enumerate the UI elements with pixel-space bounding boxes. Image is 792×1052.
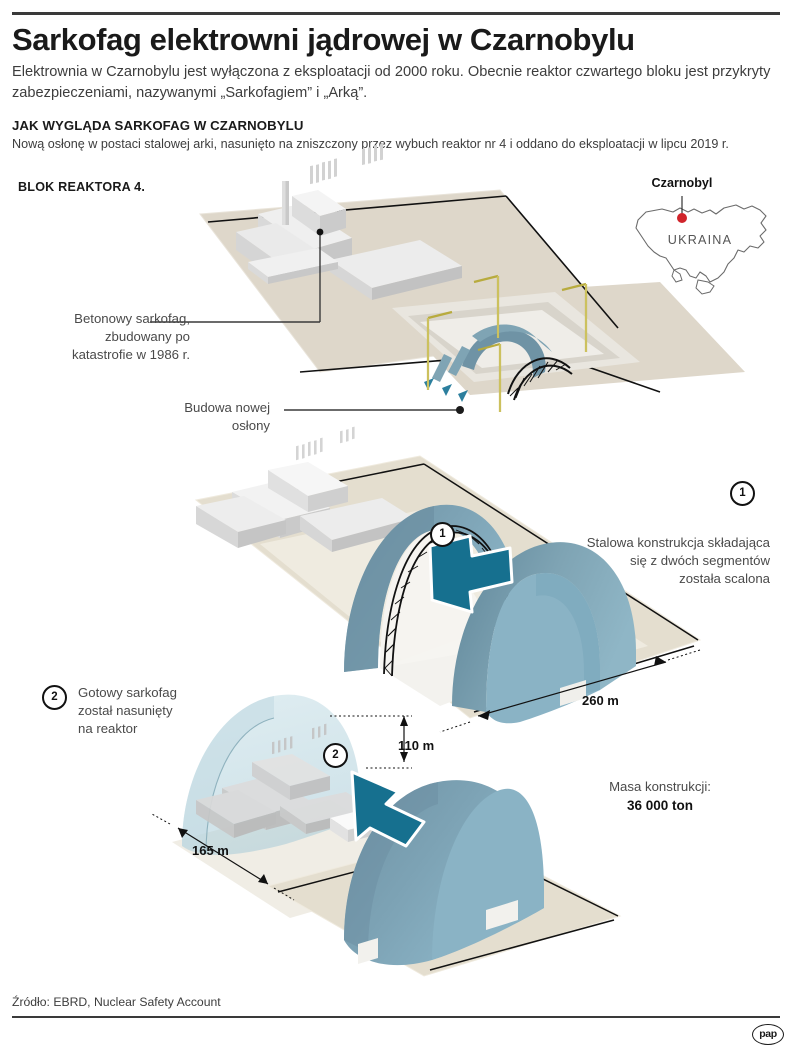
annotation-line: zbudowany po [104,328,190,344]
annotation-line: na reaktor [78,720,138,736]
reactor-complex-small [196,426,414,552]
annotation-step-two: Gotowy sarkofag został nasunięty na reak… [78,684,248,737]
lede-paragraph: Elektrownia w Czarnobylu jest wyłączona … [12,64,771,102]
annotation-line: Budowa nowej [184,400,270,415]
old-reactor-building [236,143,462,300]
annotation-line: Stalowa konstrukcja składająca [586,535,770,550]
arch-under-construction [424,324,573,402]
locator-map: Czarnobyl UKRAINA [610,176,785,306]
mass-label: Masa konstrukcji: [609,779,711,794]
mass-value: 36 000 ton [626,798,694,813]
join-arrow [428,534,514,614]
map-country-label: UKRAINA [667,233,733,247]
annotation-line: osłony [231,417,270,433]
pap-logo: pap [752,1024,784,1045]
leader-line-new-shelter [284,406,464,414]
annotation-line: Gotowy sarkofag [78,685,177,700]
section-kicker-sub: Nową osłonę w postaci stalowej arki, nas… [12,137,729,151]
step-badge-two-diagram: 2 [323,743,348,768]
step-badge-one-legend: 1 [730,481,755,506]
dimension-length [439,649,701,733]
step-badge-two-legend: 2 [42,685,67,710]
annotation-new-shelter: Budowa nowej osłony [110,399,270,435]
page-title: Sarkofag elektrowni jądrowej w Czarnobyl… [12,22,635,57]
bottom-rule [12,1016,780,1018]
source-attribution: Źródło: EBRD, Nuclear Safety Account [12,995,221,1009]
annotation-concrete-sarcophagus: Betonowy sarkofag, zbudowany po katastro… [20,310,190,363]
annotation-line: się z dwóch segmentów [629,552,770,568]
annotation-line: Betonowy sarkofag, [74,311,190,326]
arch-truss-ribs [383,525,511,677]
crane-masts [427,276,587,412]
construction-cranes [426,274,588,412]
dimension-label-length: 260 m [582,693,619,708]
annotation-line: została scalona [679,570,770,586]
map-location-dot [677,213,687,223]
section-kicker: JAK WYGLĄDA SARKOFAG W CZARNOBYLU [12,118,304,133]
map-city-label: Czarnobyl [651,176,713,190]
top-rule [12,12,780,15]
annotation-line: katastrofie w 1986 r. [71,346,190,362]
annotation-line: został nasunięty [78,702,173,718]
block-label: BLOK REAKTORA 4. [18,180,146,194]
step-badge-one-diagram: 1 [430,522,455,547]
leader-line-concrete-sarcophagus [150,228,324,323]
dimension-label-height: 110 m [398,738,435,753]
slide-arrow [350,770,426,848]
annotation-step-one: Stalowa konstrukcja składająca się z dwó… [530,534,770,587]
dimension-label-width: 165 m [192,843,229,858]
finished-arch [344,780,544,966]
